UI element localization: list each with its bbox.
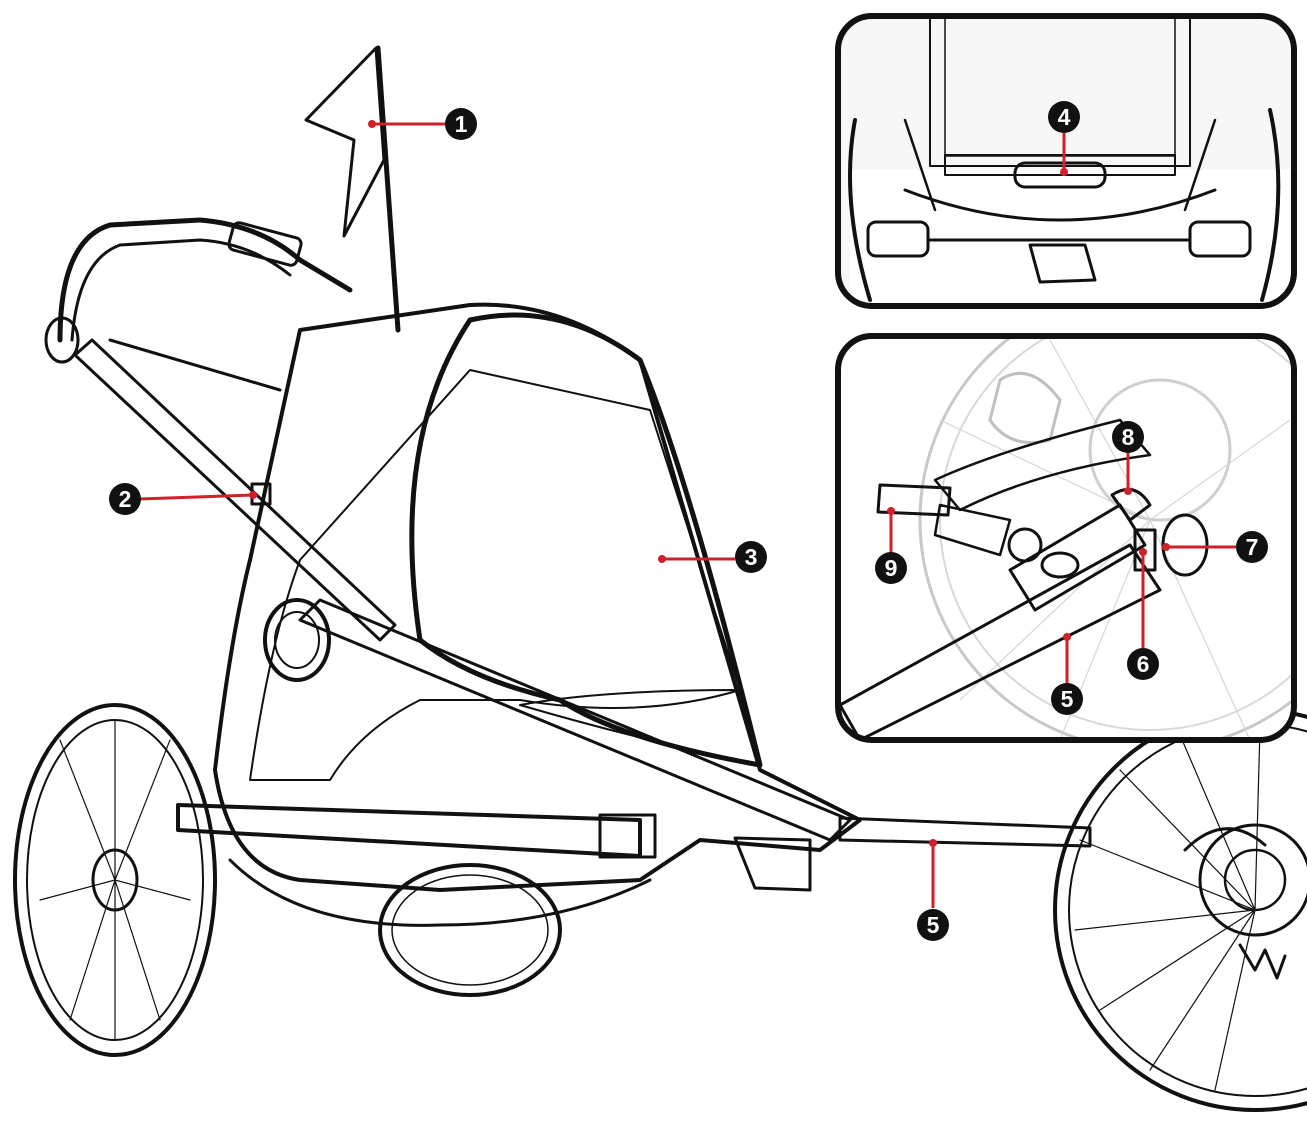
inset-parking-brake — [835, 13, 1297, 309]
callout-5-inset: 5 — [1051, 633, 1083, 715]
inset-hitch-detail — [835, 333, 1297, 743]
callout-8: 8 — [1112, 421, 1144, 495]
front-wheel — [13, 703, 217, 1057]
frame — [73, 338, 852, 842]
callout-4: 4 — [1048, 101, 1080, 176]
svg-text:5: 5 — [1061, 686, 1074, 712]
svg-text:6: 6 — [1137, 651, 1150, 677]
callout-3: 3 — [658, 541, 767, 573]
callout-9: 9 — [875, 507, 907, 584]
svg-text:8: 8 — [1122, 424, 1135, 450]
rear-trailer-wheel — [378, 863, 562, 997]
callout-1: 1 — [368, 108, 477, 140]
callout-6: 6 — [1127, 548, 1159, 680]
bicycle-rear-wheel — [1053, 708, 1307, 1112]
bumper-bar — [176, 803, 812, 927]
main-trailer-illustration — [13, 45, 1307, 1112]
callout-7: 7 — [1162, 531, 1268, 563]
callout-2: 2 — [109, 483, 257, 515]
trailer-body — [213, 302, 862, 892]
callout-5-main: 5 — [917, 839, 949, 941]
svg-text:9: 9 — [885, 555, 898, 581]
handlebar — [44, 217, 353, 364]
svg-text:7: 7 — [1246, 534, 1259, 560]
safety-flag — [304, 45, 401, 333]
svg-text:2: 2 — [119, 486, 132, 512]
tow-arm — [838, 816, 1092, 848]
svg-text:1: 1 — [455, 111, 468, 137]
svg-text:4: 4 — [1058, 104, 1071, 130]
svg-text:3: 3 — [745, 544, 758, 570]
svg-text:5: 5 — [927, 912, 940, 938]
